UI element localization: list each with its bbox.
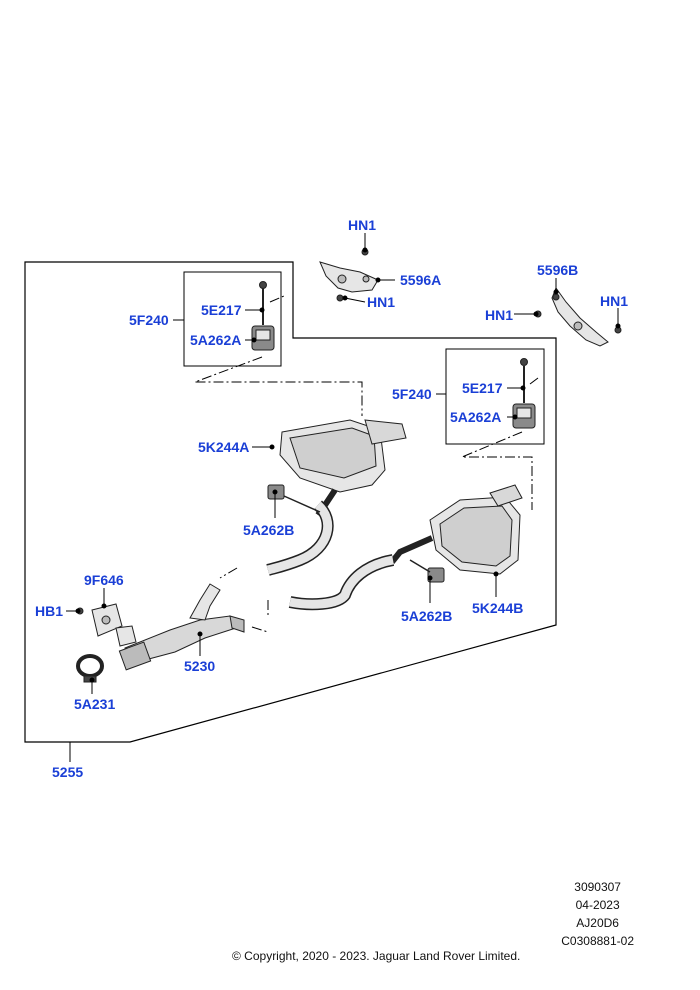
callout-5k244b: 5K244B — [472, 600, 523, 616]
meta-date: 04-2023 — [575, 898, 620, 912]
clamp-5a231 — [76, 654, 104, 683]
subassembly-box-right — [445, 348, 545, 445]
subassembly-box-left — [183, 271, 282, 367]
callout-5a262b-left: 5A262B — [243, 522, 294, 538]
mount-5a262b-right — [409, 559, 445, 583]
mount-5a262a-left — [251, 281, 275, 351]
front-pipe-5230 — [118, 583, 245, 671]
callout-5596b: 5596B — [537, 262, 578, 278]
callout-5f240-right: 5F240 — [392, 386, 432, 402]
callout-5a262b-right: 5A262B — [401, 608, 452, 624]
callout-hn1-right-a: HN1 — [485, 307, 513, 323]
callout-5255: 5255 — [52, 764, 83, 780]
muffler-5k244b — [389, 484, 523, 575]
callout-hn1-mid: HN1 — [367, 294, 395, 310]
meta-model: AJ20D6 — [576, 916, 619, 930]
mount-5a262b-left — [267, 484, 321, 513]
callout-5f240-left: 5F240 — [129, 312, 169, 328]
leader-lines — [66, 233, 621, 694]
callout-9f646: 9F646 — [84, 572, 124, 588]
callout-5a262a-left: 5A262A — [190, 332, 241, 348]
gasket-9f646 — [76, 603, 137, 647]
meta-code: 3090307 — [574, 880, 621, 894]
callout-5a262a-right: 5A262A — [450, 409, 501, 425]
callout-5596a: 5596A — [400, 272, 441, 288]
callout-5k244a: 5K244A — [198, 439, 249, 455]
callout-5a231: 5A231 — [74, 696, 115, 712]
meta-ref: C0308881-02 — [561, 934, 634, 948]
copyright-text: © Copyright, 2020 - 2023. Jaguar Land Ro… — [232, 949, 521, 963]
callout-hn1-top: HN1 — [348, 217, 376, 233]
callout-5230: 5230 — [184, 658, 215, 674]
muffler-5k244a — [279, 419, 407, 517]
assembly-outline — [24, 261, 557, 743]
diagram-meta: 3090307 04-2023 AJ20D6 C0308881-02 — [561, 878, 634, 950]
alignment-lines — [194, 295, 539, 633]
mount-5a262a-right — [512, 358, 536, 429]
callout-hb1: HB1 — [35, 603, 63, 619]
intermediate-pipe-right — [288, 554, 395, 611]
callout-5e217-left: 5E217 — [201, 302, 242, 318]
callout-5e217-right: 5E217 — [462, 380, 503, 396]
intermediate-pipe-left — [266, 500, 334, 576]
callout-hn1-right-b: HN1 — [600, 293, 628, 309]
